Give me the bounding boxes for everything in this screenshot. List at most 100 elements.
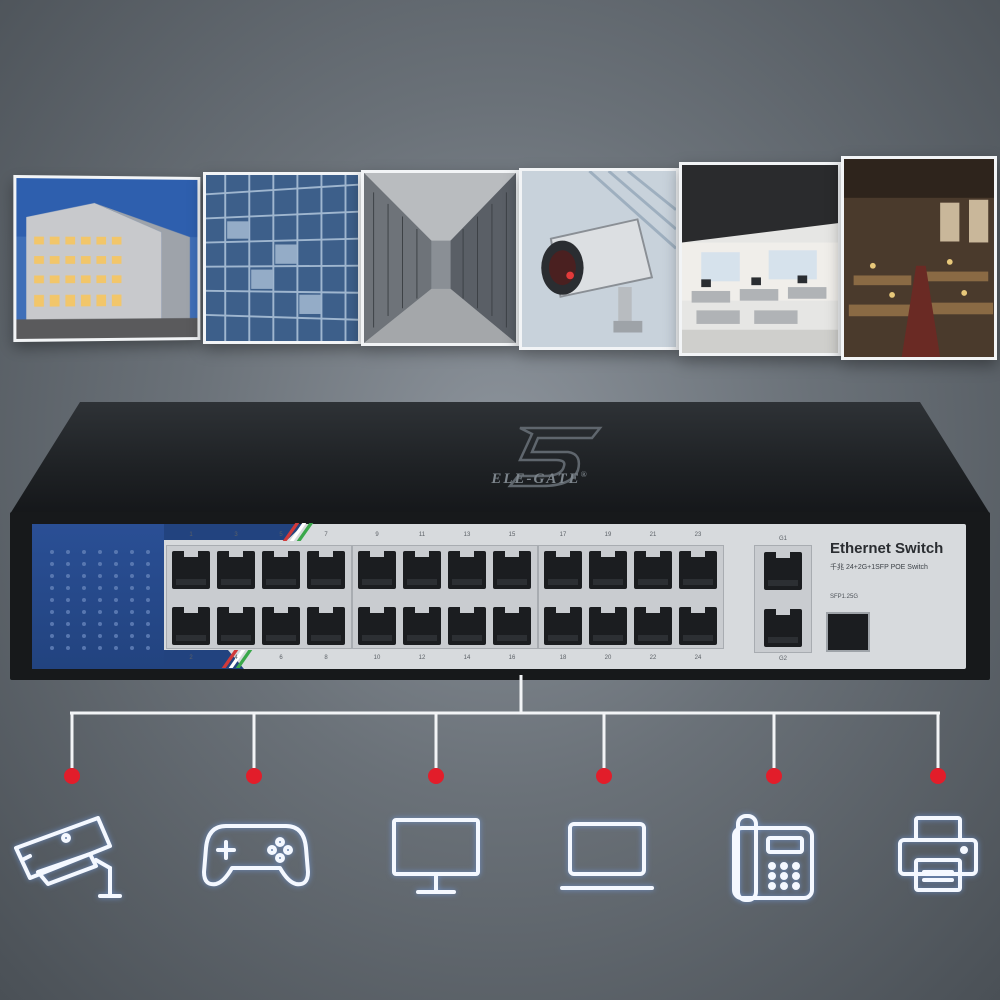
application-scenes <box>0 0 1000 380</box>
status-led <box>82 634 86 638</box>
scene-data-center <box>361 170 519 346</box>
port-number-bottom: 18 <box>559 655 567 661</box>
brand-logo <box>480 420 610 495</box>
rj45-port-19[interactable] <box>589 551 627 589</box>
connection-dot-3 <box>428 768 444 784</box>
rj45-port-4[interactable] <box>217 607 255 645</box>
status-led <box>130 646 134 650</box>
status-led <box>130 562 134 566</box>
status-led <box>82 562 86 566</box>
status-led <box>66 622 70 626</box>
uplink-port-g1[interactable] <box>764 552 802 590</box>
rj45-port-8[interactable] <box>307 607 345 645</box>
rj45-port-16[interactable] <box>493 607 531 645</box>
status-led <box>114 550 118 554</box>
port-number-top: 17 <box>559 532 567 538</box>
status-led <box>66 574 70 578</box>
port-number-top: 21 <box>649 532 657 538</box>
status-led <box>50 634 54 638</box>
status-led <box>50 646 54 650</box>
port-number-top: 23 <box>694 532 702 538</box>
rj45-port-17[interactable] <box>544 551 582 589</box>
connection-dot-6 <box>930 768 946 784</box>
status-led <box>66 586 70 590</box>
status-led <box>114 562 118 566</box>
status-led <box>50 622 54 626</box>
status-led <box>146 610 150 614</box>
sfp-port[interactable] <box>826 612 870 652</box>
rj45-port-12[interactable] <box>403 607 441 645</box>
scene-cctv-camera <box>519 168 679 350</box>
port-number-bottom: 4 <box>234 655 238 661</box>
port-number-top: 3 <box>234 532 238 538</box>
status-led <box>50 586 54 590</box>
rj45-port-23[interactable] <box>679 551 717 589</box>
rj45-port-18[interactable] <box>544 607 582 645</box>
uplink-port-g2[interactable] <box>764 609 802 647</box>
scene-office-interior <box>679 162 841 356</box>
port-number-bottom: 22 <box>649 655 657 661</box>
switch-top-cover <box>10 402 990 514</box>
rj45-port-20[interactable] <box>589 607 627 645</box>
port-number-bottom: 12 <box>418 655 426 661</box>
status-led <box>114 586 118 590</box>
status-led <box>50 574 54 578</box>
connection-dot-4 <box>596 768 612 784</box>
port-number-bottom: 16 <box>508 655 516 661</box>
status-led <box>146 598 150 602</box>
connection-dot-1 <box>64 768 80 784</box>
rj45-port-1[interactable] <box>172 551 210 589</box>
port-number-top: 7 <box>324 532 328 538</box>
status-led <box>98 646 102 650</box>
status-led <box>98 586 102 590</box>
status-led <box>66 562 70 566</box>
laptop-icon <box>560 808 654 898</box>
status-led <box>130 634 134 638</box>
status-led <box>130 550 134 554</box>
connection-dot-5 <box>766 768 782 784</box>
rj45-port-15[interactable] <box>493 551 531 589</box>
status-led <box>50 598 54 602</box>
status-led <box>66 646 70 650</box>
status-led <box>98 562 102 566</box>
status-led <box>50 562 54 566</box>
rj45-port-11[interactable] <box>403 551 441 589</box>
status-led <box>146 550 150 554</box>
rj45-port-5[interactable] <box>262 551 300 589</box>
status-led <box>82 646 86 650</box>
port-number-bottom: 8 <box>324 655 328 661</box>
port-number-bottom: 6 <box>279 655 283 661</box>
status-led <box>146 634 150 638</box>
rj45-port-14[interactable] <box>448 607 486 645</box>
rj45-port-21[interactable] <box>634 551 672 589</box>
status-led <box>114 598 118 602</box>
status-led <box>130 574 134 578</box>
rj45-port-13[interactable] <box>448 551 486 589</box>
status-led <box>66 598 70 602</box>
status-led <box>114 646 118 650</box>
port-number-bottom: 24 <box>694 655 702 661</box>
port-number-bottom: 20 <box>604 655 612 661</box>
port-number-top: 13 <box>463 532 471 538</box>
status-led <box>130 586 134 590</box>
switch-title: Ethernet Switch <box>830 540 944 557</box>
scene-glass-building <box>203 172 361 344</box>
status-led <box>130 610 134 614</box>
port-number-top: 15 <box>508 532 516 538</box>
sfp-label: SFP1.25G <box>830 594 859 600</box>
status-led <box>50 550 54 554</box>
brand-name-text: ELE-GATE <box>491 471 581 487</box>
rj45-port-24[interactable] <box>679 607 717 645</box>
rj45-port-2[interactable] <box>172 607 210 645</box>
status-led <box>50 610 54 614</box>
rj45-port-7[interactable] <box>307 551 345 589</box>
rj45-port-9[interactable] <box>358 551 396 589</box>
rj45-port-6[interactable] <box>262 607 300 645</box>
led-indicator-panel <box>32 524 164 669</box>
rj45-port-22[interactable] <box>634 607 672 645</box>
status-led <box>146 562 150 566</box>
led-indicator-grid <box>40 546 160 656</box>
status-led <box>114 610 118 614</box>
rj45-port-3[interactable] <box>217 551 255 589</box>
rj45-port-10[interactable] <box>358 607 396 645</box>
